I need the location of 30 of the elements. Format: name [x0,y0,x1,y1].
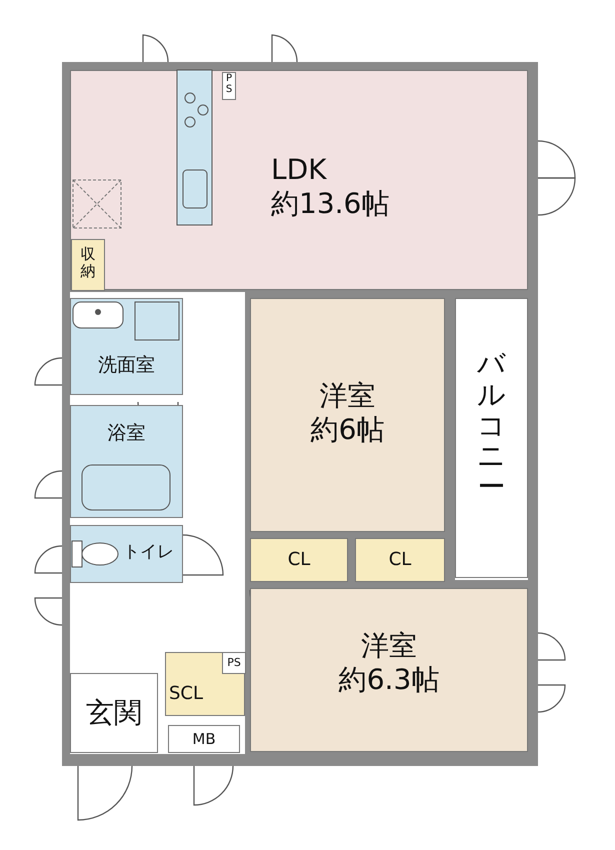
room-label: CL [388,549,412,571]
room-label: PS [227,656,241,670]
room-label: MB [192,730,216,748]
room-area [250,588,528,752]
room-label: PS [224,73,234,95]
room-label: バルコニー [476,349,507,503]
room-label: LDK [271,153,327,187]
room-label: 玄関 [86,696,142,730]
room-label: 洗面室 [98,354,155,377]
room-area [222,652,246,674]
room-label: CL [288,549,310,571]
room-area [165,652,245,716]
room-area [168,725,240,753]
room-label: 浴室 [108,422,146,445]
room-area [455,298,528,578]
room-area [70,673,158,753]
room-area [355,538,445,582]
room-area [222,72,236,100]
room-label: 洋室 [320,379,376,413]
area-label: 約6帖 [310,412,384,446]
room-area [250,298,445,532]
room-label: SCL [169,683,204,705]
room-area [250,538,348,582]
room-area [70,70,528,290]
area-label: 約13.6帖 [271,186,390,220]
room-label: 洋室 [361,629,417,663]
area-label: 約6.3帖 [338,662,440,696]
room-label: トイレ [123,542,174,562]
room-label: 収納 [80,246,96,279]
room-area [71,239,105,291]
